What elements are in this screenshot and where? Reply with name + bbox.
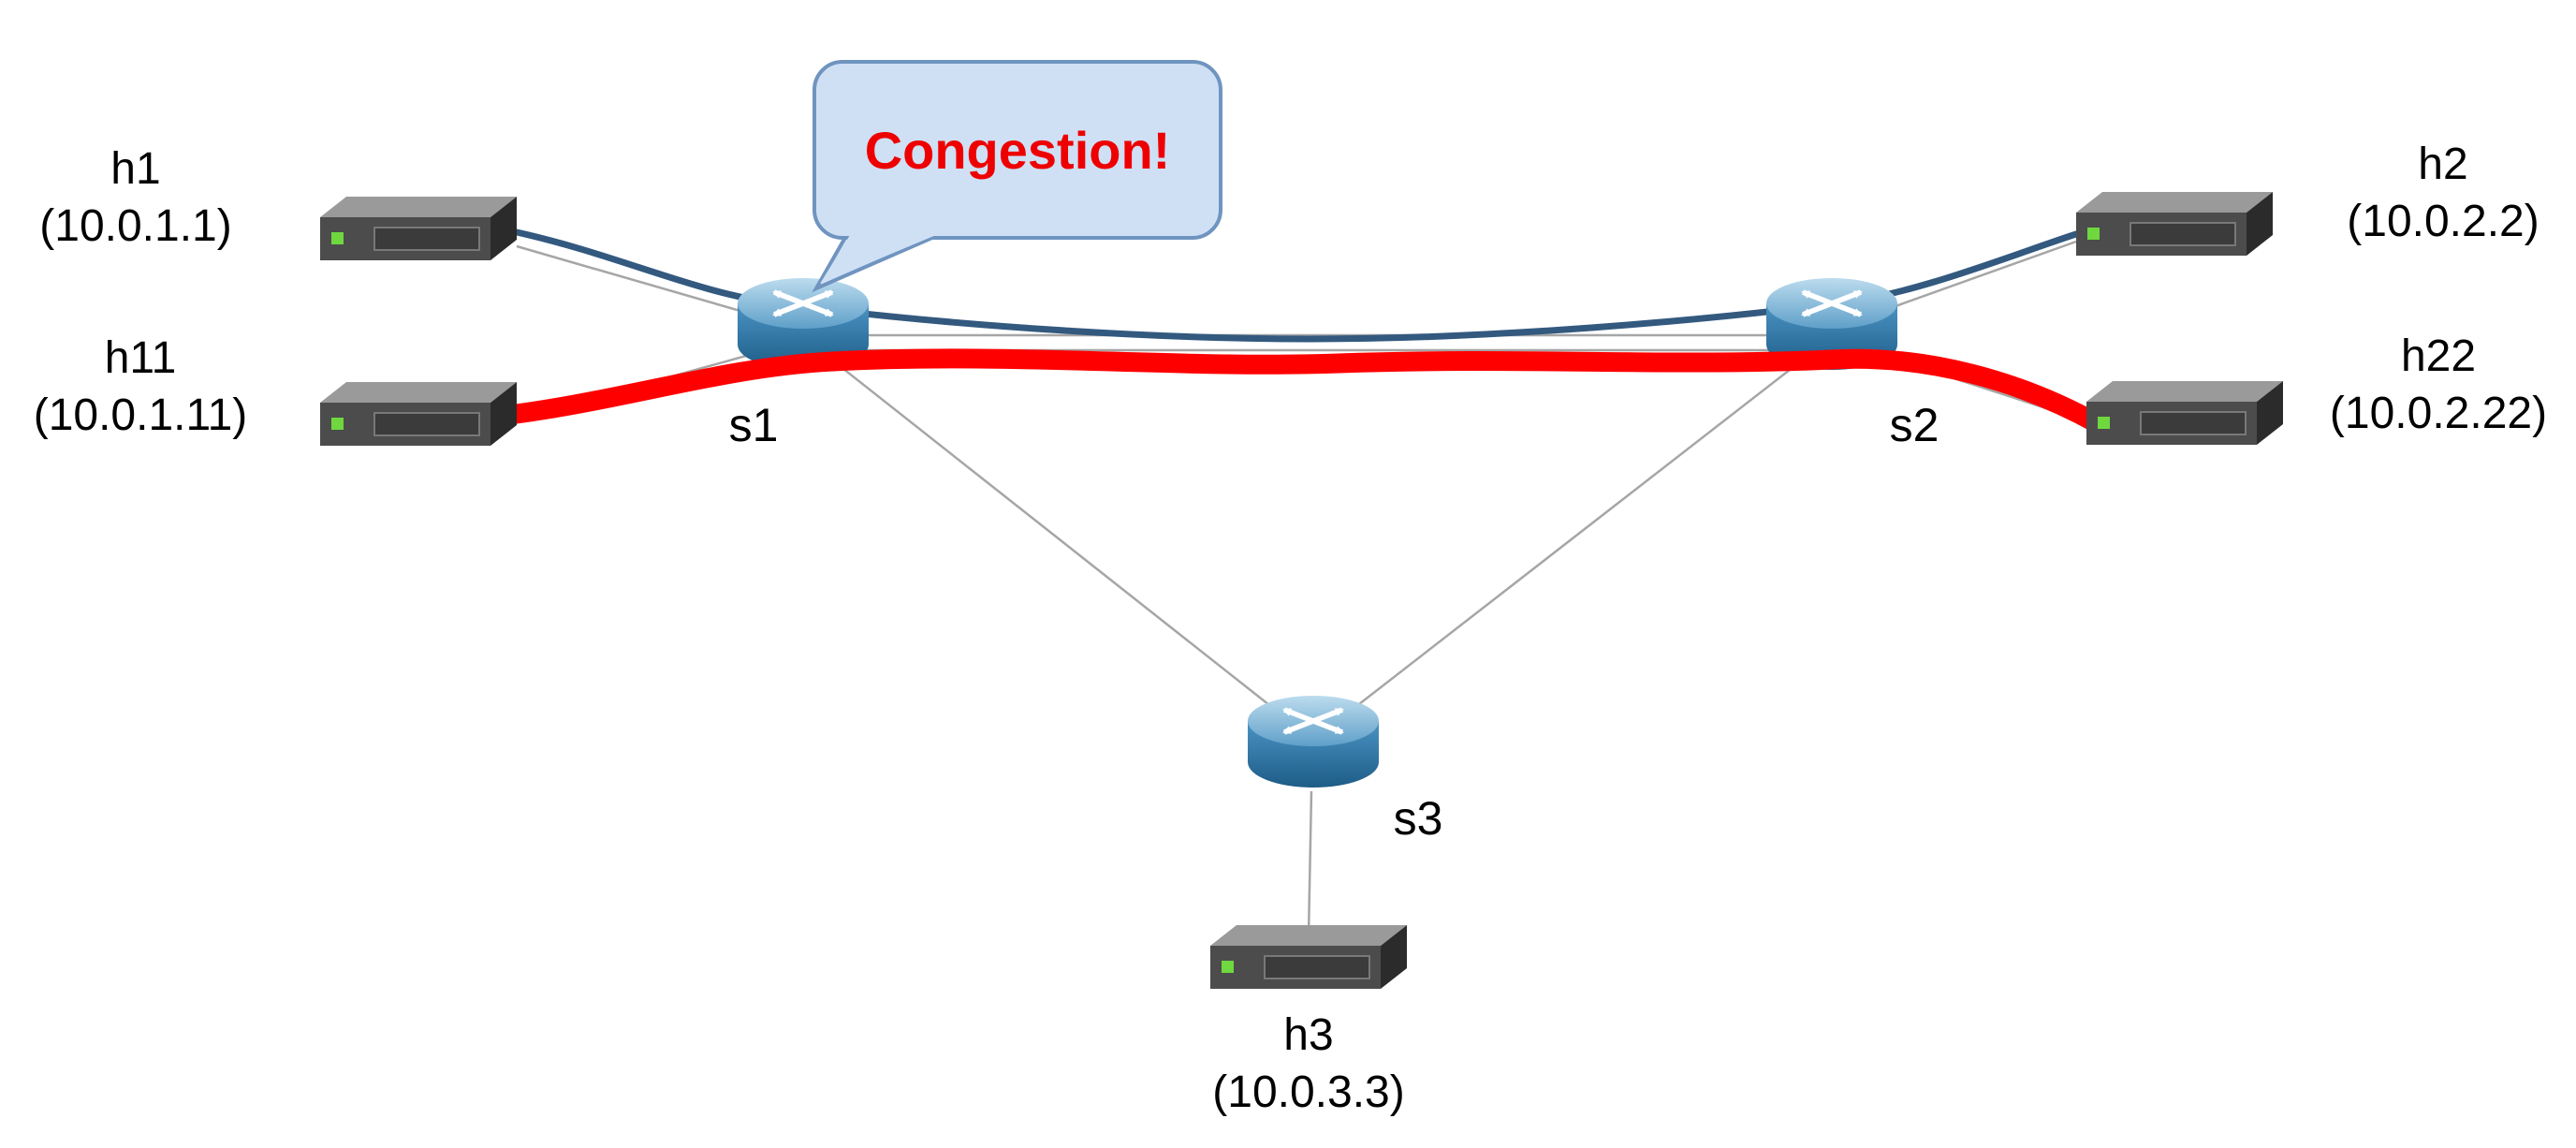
host-ip: (10.0.1.11) (33, 390, 248, 441)
host-label-h1: h1 (10.0.1.1) (9, 140, 262, 256)
link-s3-h3 (1307, 790, 1313, 937)
congestion-callout-text: Congestion! (864, 121, 1171, 180)
link-s2-s3 (1312, 336, 1833, 741)
host-label-h2: h2 (10.0.2.2) (2312, 136, 2574, 251)
host-name: h22 (2400, 331, 2477, 381)
host-ip: (10.0.1.1) (39, 201, 232, 252)
host-icon-h2 (2075, 191, 2274, 257)
host-ip: (10.0.2.22) (2329, 389, 2548, 439)
host-icon-h22 (2086, 380, 2284, 446)
switch-label-s3: s3 (1393, 792, 1443, 845)
switch-label-s1: s1 (728, 399, 779, 451)
host-name: h1 (110, 144, 161, 194)
host-name: h11 (104, 333, 177, 383)
host-label-h11: h11 (10.0.1.11) (5, 330, 276, 445)
host-label-h3: h3 (10.0.3.3) (1182, 1007, 1435, 1122)
host-icon-h11 (319, 381, 518, 447)
congestion-callout-bubble (812, 60, 1222, 293)
host-ip: (10.0.2.2) (2347, 197, 2539, 247)
callout-seam-patch (820, 235, 936, 284)
host-name: h2 (2418, 140, 2468, 189)
host-name: h3 (1283, 1010, 1334, 1060)
host-label-h22: h22 (10.0.2.22) (2298, 328, 2576, 443)
host-icon-h3 (1209, 924, 1408, 990)
flow-h11-h22-congested-line (484, 348, 2107, 434)
callout-body (812, 60, 1222, 240)
link-s1-s3 (802, 336, 1314, 741)
host-ip: (10.0.3.3) (1212, 1067, 1405, 1118)
switch-label-s2: s2 (1889, 399, 1939, 451)
host-icon-h1 (319, 196, 518, 261)
switch-icon-s3 (1248, 696, 1379, 787)
